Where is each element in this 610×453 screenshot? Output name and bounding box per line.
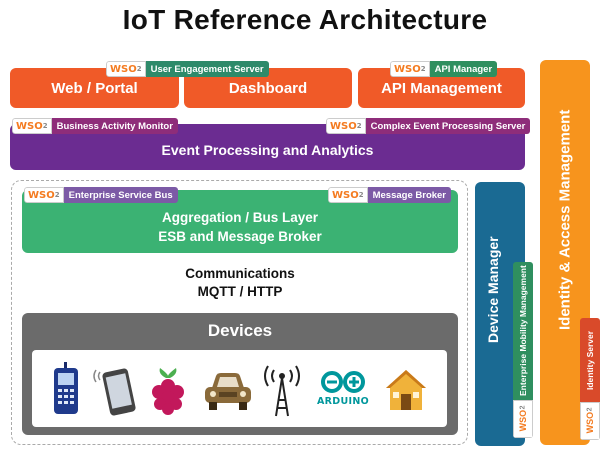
device-manager-label: Device Manager <box>485 236 501 344</box>
arduino-icon: ARDUINO <box>314 368 372 407</box>
devices-label: Devices <box>207 321 273 340</box>
devices-panel: ARDUINO <box>32 350 447 427</box>
aggregation-label-line1: Aggregation / Bus Layer <box>161 209 319 225</box>
identity-access-management-label: Identity & Access Management <box>556 109 574 331</box>
protocols-label: MQTT / HTTP <box>197 284 283 299</box>
dashboard-label: Dashboard <box>228 79 308 97</box>
smartphone-icon <box>92 364 138 416</box>
device-layer-container <box>11 180 468 445</box>
api-management-box: API Management <box>358 68 525 108</box>
car-icon <box>202 370 254 414</box>
api-management-label: API Management <box>381 79 502 97</box>
antenna-icon <box>262 364 302 418</box>
web-portal-label: Web / Portal <box>51 79 138 97</box>
mobile-phone-icon <box>52 362 80 416</box>
event-processing-label: Event Processing and Analytics <box>161 142 374 158</box>
aggregation-label-line2: ESB and Message Broker <box>158 228 322 244</box>
house-icon <box>384 368 428 412</box>
diagram-title: IoT Reference Architecture <box>122 4 488 35</box>
communications-text: Communications MQTT / HTTP <box>22 265 458 301</box>
communications-label: Communications <box>185 266 295 281</box>
arduino-label: ARDUINO <box>317 396 369 407</box>
raspberry-pi-icon <box>148 364 188 416</box>
